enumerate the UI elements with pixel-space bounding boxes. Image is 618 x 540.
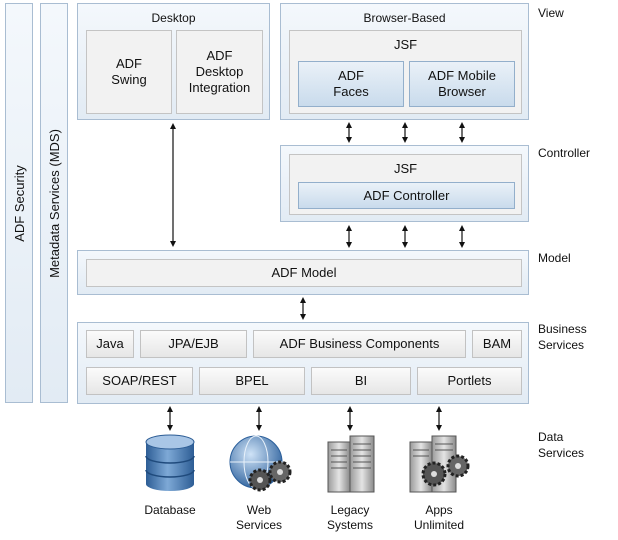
- data-services-side-label: Data Services: [538, 430, 585, 460]
- portlets-box: Portlets: [417, 367, 522, 395]
- java-box: Java: [86, 330, 134, 358]
- bi-box: BI: [311, 367, 411, 395]
- java-label: Java: [96, 336, 124, 351]
- adf-controller-box: ADF Controller: [298, 182, 515, 209]
- adf-mobile-browser-label: ADF Mobile Browser: [428, 68, 496, 99]
- legacy-systems-label: Legacy Systems: [326, 503, 373, 532]
- adf-model-box: ADF Model: [86, 259, 522, 287]
- apps-unlimited-label: Apps Unlimited: [413, 503, 464, 532]
- jpa-ejb-box: JPA/EJB: [140, 330, 247, 358]
- soap-rest-box: SOAP/REST: [86, 367, 193, 395]
- view-jsf-box: JSF ADF Faces ADF Mobile Browser: [289, 30, 522, 114]
- adf-faces-label: ADF Faces: [333, 68, 369, 99]
- adf-swing-label: ADF Swing: [111, 56, 147, 87]
- controller-panel: JSF ADF Controller: [280, 145, 529, 222]
- mds-bar: Metadata Services (MDS): [40, 3, 68, 403]
- database-label: Database: [144, 503, 196, 517]
- adf-desktop-integration-box: ADF Desktop Integration: [176, 30, 263, 114]
- soap-rest-label: SOAP/REST: [102, 373, 177, 388]
- desktop-title: Desktop: [151, 11, 196, 25]
- controller-jsf-label: JSF: [393, 161, 418, 176]
- server-gears-icon: [409, 435, 470, 493]
- desktop-panel: Desktop ADF Swing ADF Desktop Integratio…: [77, 3, 270, 120]
- browser-based-title: Browser-Based: [363, 11, 446, 25]
- bam-label: BAM: [482, 336, 512, 351]
- model-panel: ADF Model: [77, 250, 529, 295]
- browser-based-panel: Browser-Based JSF ADF Faces ADF Mobile B…: [280, 3, 529, 120]
- server-icon: [327, 435, 375, 493]
- globe-gears-icon: [229, 435, 292, 492]
- business-services-side-label: Business Services: [538, 322, 587, 352]
- model-side-label: Model: [538, 251, 571, 265]
- adf-model-label: ADF Model: [271, 265, 337, 280]
- view-side-label: View: [538, 6, 564, 20]
- adf-business-components-box: ADF Business Components: [253, 330, 466, 358]
- adf-swing-box: ADF Swing: [86, 30, 172, 114]
- controller-side-label: Controller: [538, 146, 591, 160]
- adf-faces-box: ADF Faces: [298, 61, 404, 107]
- jpa-ejb-label: JPA/EJB: [168, 336, 219, 351]
- bpel-box: BPEL: [199, 367, 305, 395]
- adf-mobile-browser-box: ADF Mobile Browser: [409, 61, 515, 107]
- adf-business-components-label: ADF Business Components: [279, 336, 440, 351]
- bam-box: BAM: [472, 330, 522, 358]
- adf-security-bar: ADF Security: [5, 3, 33, 403]
- adf-desktop-integration-label: ADF Desktop Integration: [188, 48, 251, 95]
- database-icon: [145, 434, 195, 491]
- bi-label: BI: [354, 373, 368, 388]
- bpel-label: BPEL: [235, 373, 269, 388]
- controller-jsf-box: JSF ADF Controller: [289, 154, 522, 215]
- view-jsf-label: JSF: [393, 37, 418, 52]
- web-services-label: Web Services: [235, 503, 282, 532]
- adf-controller-label: ADF Controller: [363, 187, 450, 203]
- business-services-panel: Java JPA/EJB ADF Business Components BAM…: [77, 322, 529, 404]
- portlets-label: Portlets: [447, 373, 492, 388]
